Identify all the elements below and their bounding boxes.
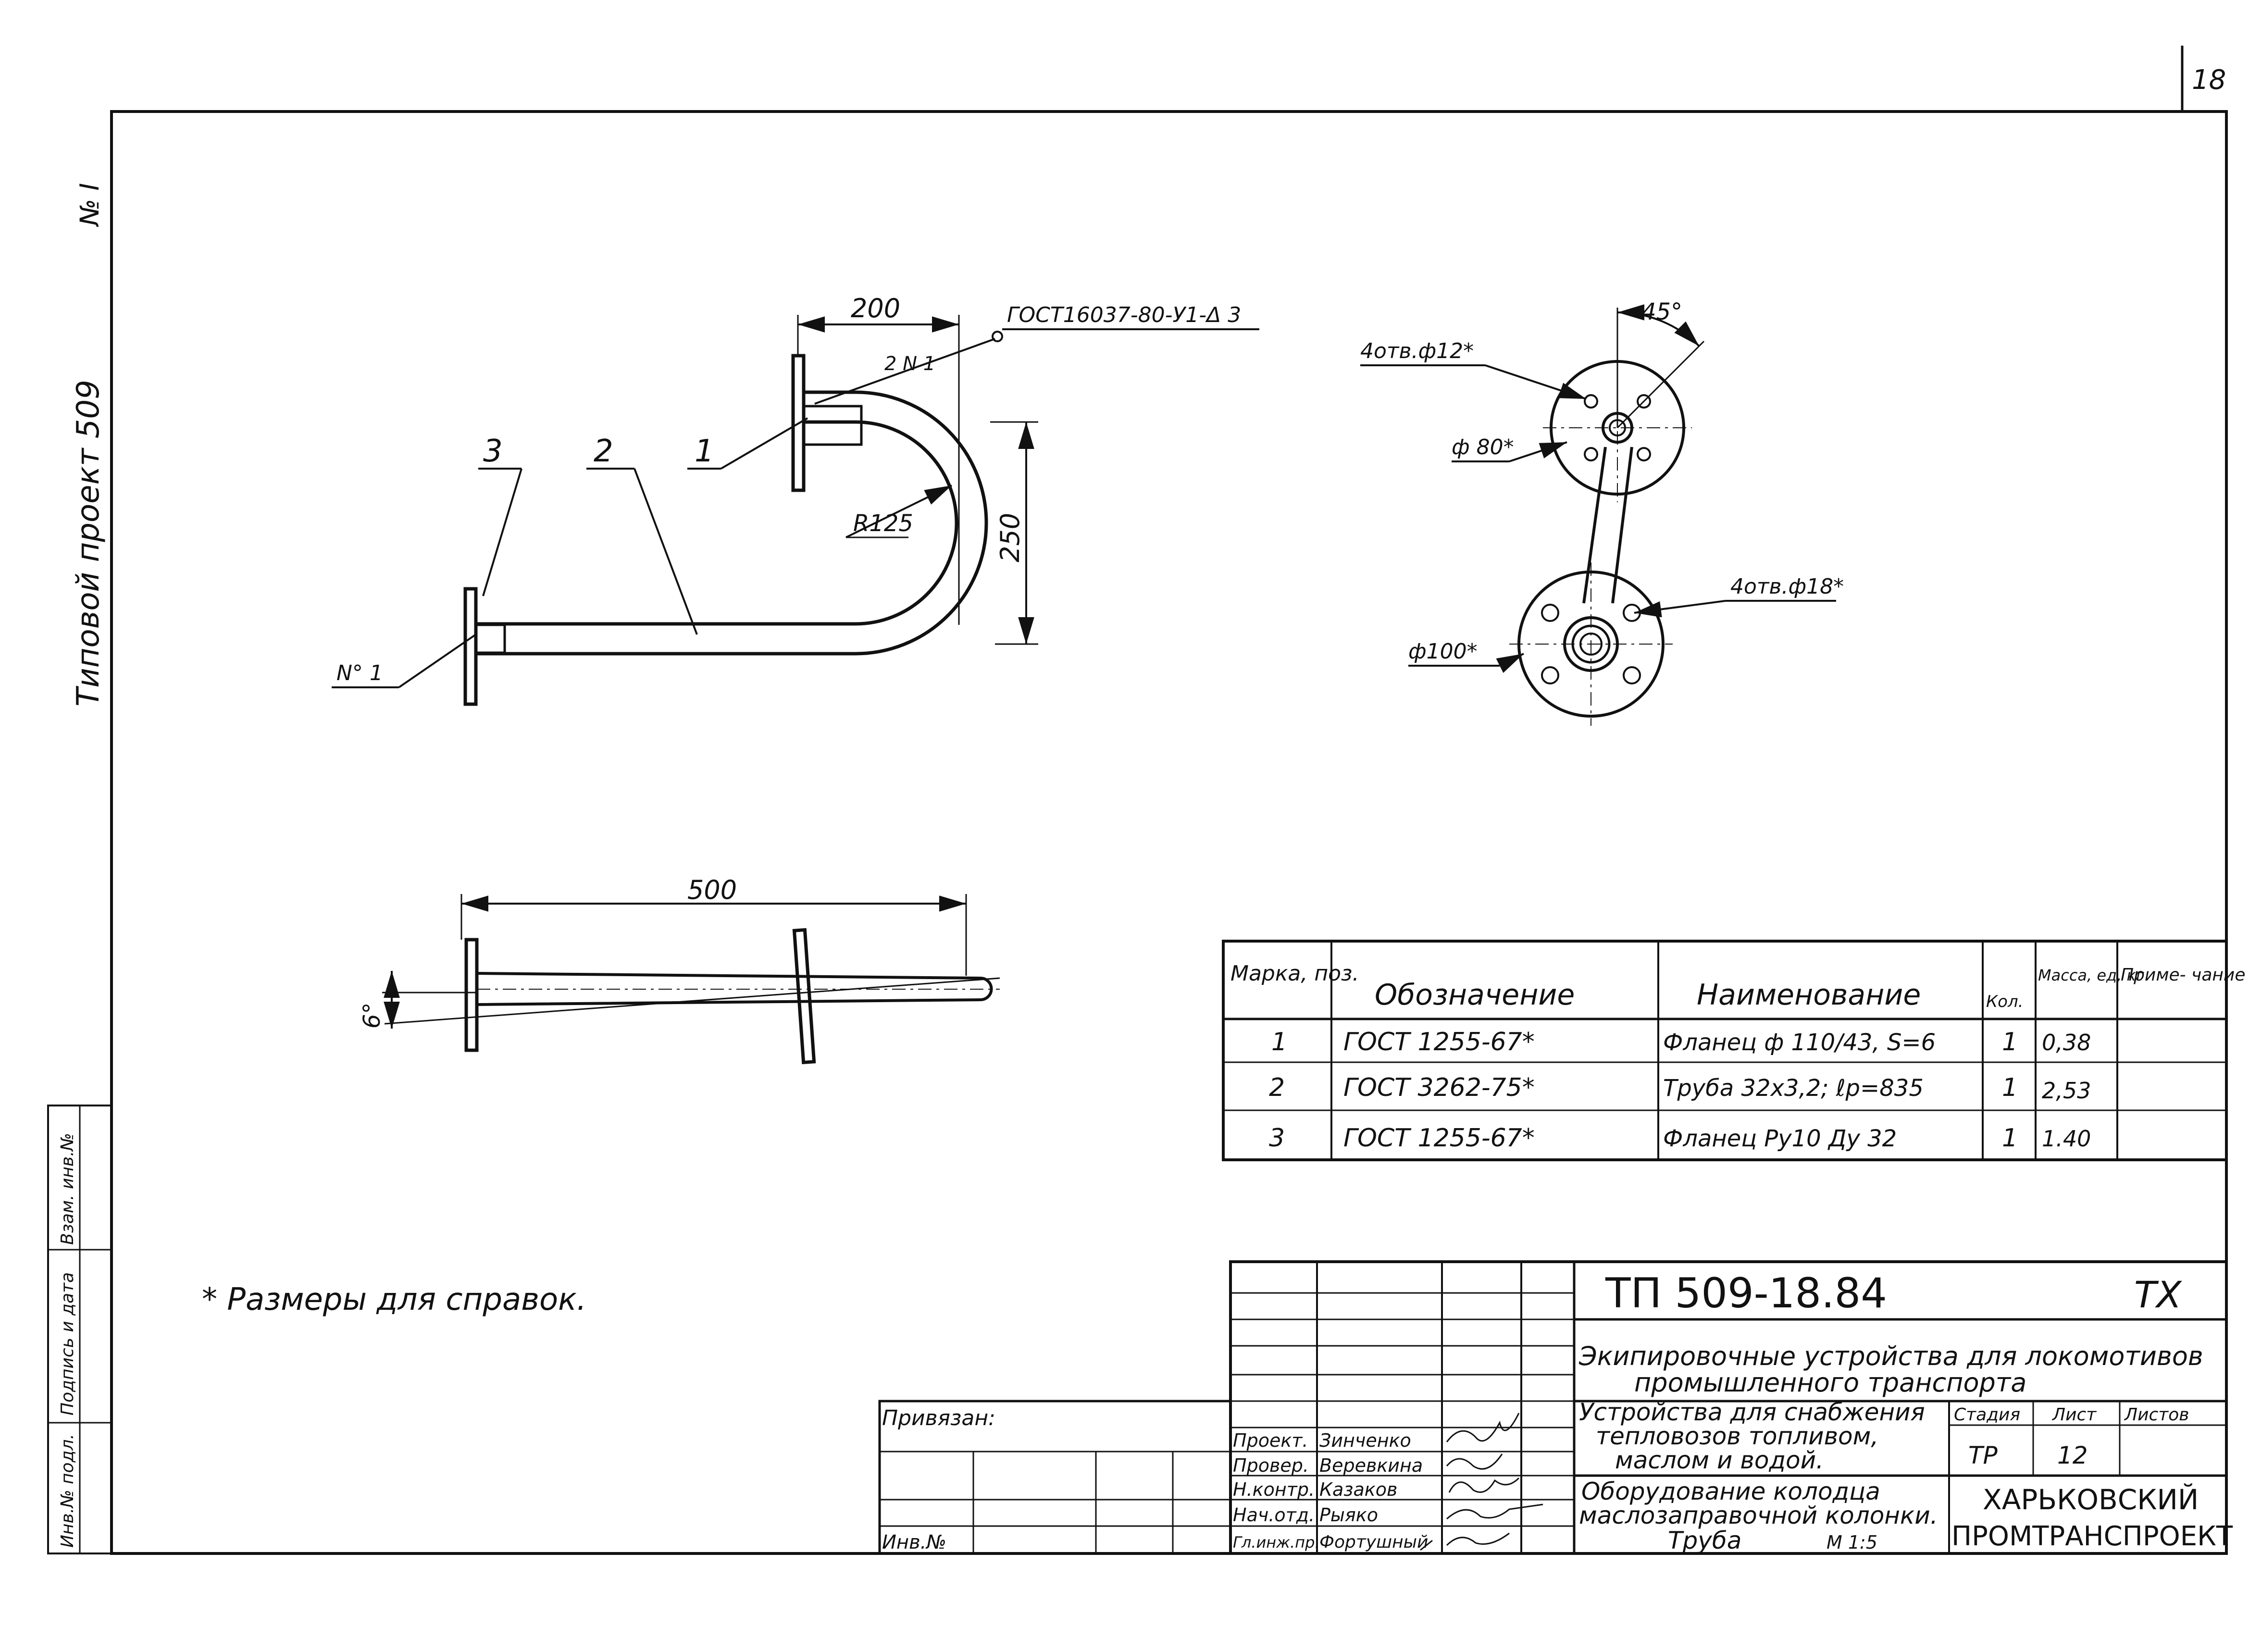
project-line-1: Экипировочные устройства для локомотивов — [1578, 1341, 2203, 1371]
spec-cell-name: Фланец Ру10 Ду 32 — [1663, 1125, 1897, 1152]
spec-cell-name: Труба 32x3,2; ℓр=835 — [1663, 1075, 1924, 1102]
holes-12-label: 4отв.ф12* — [1360, 339, 1474, 363]
spec-header-note: Приме- чание — [2121, 965, 2245, 985]
dia-80-label: ф 80* — [1452, 435, 1514, 460]
signatures — [1420, 1413, 1543, 1551]
spec-header-designation: Обозначение — [1375, 978, 1575, 1012]
role-3: Н.контр. — [1233, 1479, 1315, 1500]
pos-2-label: 2 — [594, 434, 613, 469]
spec-cell-name: Фланец ф 110/43, S=6 — [1663, 1029, 1936, 1056]
desc-line-2: тепловозов топливом, — [1596, 1422, 1878, 1450]
project-line-2: промышленного транспорта — [1634, 1367, 2026, 1398]
scale-label: М 1:5 — [1827, 1532, 1877, 1553]
spec-cell-mass: 0,38 — [2042, 1030, 2091, 1056]
spec-cell-mass: 2,53 — [2042, 1078, 2091, 1104]
spec-header-name: Наименование — [1697, 978, 1921, 1012]
role-4: Нач.отд. — [1233, 1504, 1315, 1526]
pos-1-label: 1 — [695, 434, 714, 469]
spec-table: Марка, поз. Обозначение Наименование Кол… — [1222, 940, 2245, 1161]
spec-cell-pos: 3 — [1269, 1124, 1285, 1153]
sheets-header: Листов — [2124, 1405, 2189, 1425]
dim-200: 200 — [851, 293, 900, 323]
inv-label: Инв.№ — [882, 1531, 946, 1553]
margin-project-label: Типовой проект 509 — [71, 380, 106, 707]
sheet-header: Лист — [2051, 1405, 2097, 1425]
spec-header-mass: Масса, ед, кг — [2038, 966, 2144, 984]
holes-18-label: 4отв.ф18* — [1730, 574, 1844, 599]
dim-250: 250 — [995, 513, 1025, 562]
spec-cell-designation: ГОСТ 1255-67* — [1343, 1124, 1535, 1153]
sheet-value: 12 — [2057, 1441, 2088, 1469]
left-margin: № I Типовой проект 509 Инв.№ подл. Подпи… — [47, 183, 112, 1554]
role-2: Провер. — [1233, 1455, 1309, 1476]
spec-cell-qty: 1 — [2002, 1124, 2018, 1153]
reference-note: * Размеры для справок. — [202, 1282, 586, 1317]
dia-100-label: ф100* — [1408, 639, 1478, 664]
pos-3-label: 3 — [483, 434, 503, 469]
role-1: Проект. — [1233, 1430, 1308, 1451]
pipe-top-view: 500 6° — [359, 875, 1000, 1065]
page-number: 18 — [2192, 64, 2226, 96]
sheet-line-1: Оборудование колодца — [1581, 1478, 1880, 1505]
weld-note: ГОСТ16037-80-У1-Δ 3 — [1007, 303, 1241, 327]
stage-header: Стадия — [1954, 1405, 2020, 1425]
stage-value: ТР — [1968, 1441, 1998, 1469]
role-5: Гл.инж.пр. — [1233, 1533, 1320, 1552]
org-line-2: ПРОМТРАНСПРОЕКТ — [1951, 1521, 2233, 1552]
name-4: Рыяко — [1319, 1504, 1378, 1526]
spec-cell-designation: ГОСТ 3262-75* — [1343, 1073, 1535, 1102]
spec-cell-pos: 1 — [1271, 1028, 1287, 1056]
radius-label: R125 — [853, 510, 913, 537]
note-n1-label: N° 1 — [336, 661, 383, 685]
name-1: Зинченко — [1319, 1430, 1411, 1451]
doc-suffix: ТХ — [2134, 1273, 2182, 1316]
pipe-side-view: 200 ГОСТ16037-80-У1-Δ 3 2 N 1 250 R125 3… — [332, 293, 1259, 706]
spec-cell-qty: 1 — [2002, 1028, 2018, 1056]
spec-header-qty: Кол. — [1986, 992, 2023, 1011]
margin-top-label: № I — [75, 183, 105, 227]
name-5: Фортушный — [1319, 1532, 1428, 1552]
table-row: 3 ГОСТ 1255-67* Фланец Ру10 Ду 32 1 1.40 — [1269, 1124, 2091, 1153]
flanges-view: 45° 4отв.ф12* ф 80* 4отв.ф18* ф100* — [1360, 298, 1844, 726]
spec-header-pos: Марка, поз. — [1230, 961, 1359, 986]
org-line-1: ХАРЬКОВСКИЙ — [1983, 1483, 2199, 1516]
doc-code: ТП 509-18.84 — [1605, 1269, 1887, 1317]
table-row: 1 ГОСТ 1255-67* Фланец ф 110/43, S=6 1 0… — [1271, 1028, 2091, 1056]
privyazan-label: Привязан: — [882, 1406, 995, 1430]
name-2: Веревкина — [1319, 1455, 1423, 1476]
spec-cell-mass: 1.40 — [2042, 1126, 2091, 1152]
dim-500: 500 — [687, 875, 737, 905]
margin-box-inv: Инв.№ подл. — [58, 1434, 77, 1548]
spec-cell-designation: ГОСТ 1255-67* — [1343, 1028, 1535, 1056]
spec-cell-qty: 1 — [2002, 1073, 2018, 1102]
angle-6: 6° — [359, 1002, 385, 1029]
sheet-line-3: Труба — [1668, 1527, 1741, 1554]
weld-count: 2 N 1 — [884, 353, 935, 375]
margin-box-replace: Взам. инв.№ — [58, 1133, 77, 1245]
sheet-line-2: маслозаправочной колонки. — [1579, 1502, 1938, 1529]
desc-line-3: маслом и водой. — [1615, 1446, 1824, 1474]
desc-line-1: Устройства для снабжения — [1579, 1398, 1925, 1426]
angle-45: 45° — [1641, 298, 1682, 325]
title-block: Привязан: Инв.№ ТП 509-18.84 ТХ Экипиров… — [878, 1260, 2233, 1555]
spec-cell-pos: 2 — [1269, 1073, 1285, 1102]
name-3: Казаков — [1319, 1479, 1397, 1500]
margin-box-sign: Подпись и дата — [58, 1272, 77, 1416]
table-row: 2 ГОСТ 3262-75* Труба 32x3,2; ℓр=835 1 2… — [1269, 1073, 2091, 1104]
sheet-frame: 18 — [110, 46, 2228, 1555]
